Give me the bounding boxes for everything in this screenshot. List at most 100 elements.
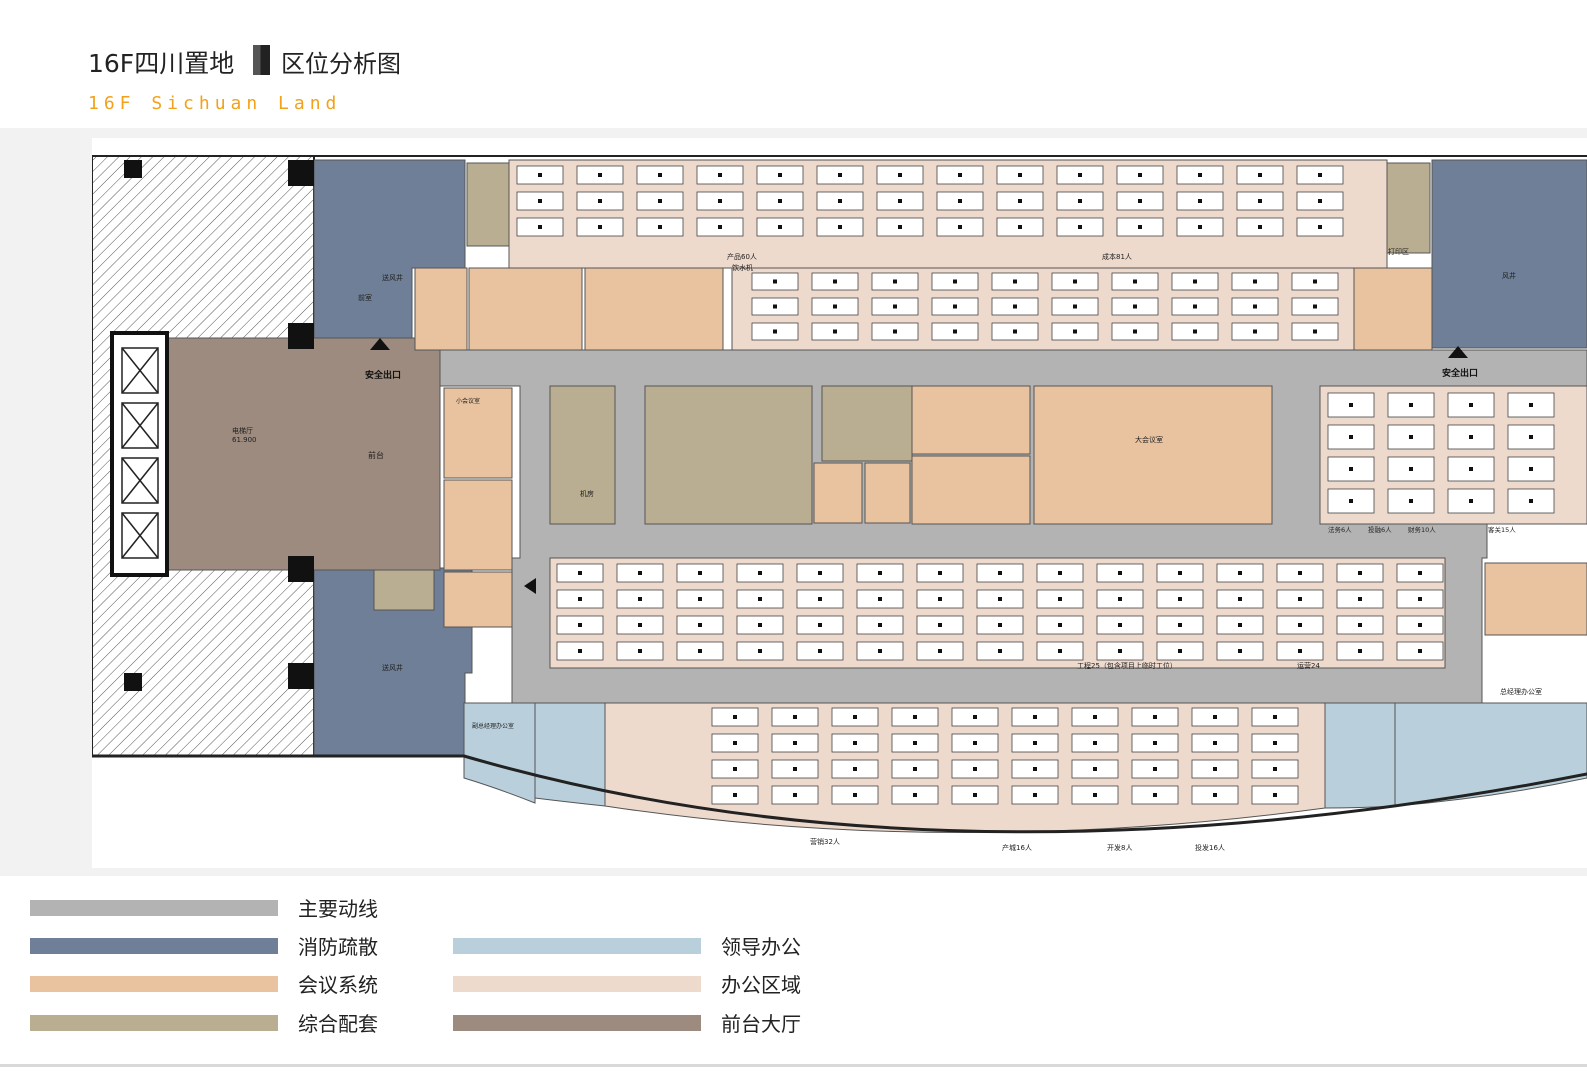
workstation-chair bbox=[1093, 715, 1097, 719]
workstation-chair bbox=[1349, 499, 1353, 503]
workstation-chair bbox=[913, 793, 917, 797]
safety-exit-label-right: 安全出口 bbox=[1442, 367, 1478, 379]
workstation-chair bbox=[1133, 304, 1137, 309]
small-meeting-label: 小会议室 bbox=[456, 397, 480, 405]
workstation-chair bbox=[578, 623, 582, 627]
marketing-label: 营销32人 bbox=[810, 837, 840, 846]
workstation-chair bbox=[1529, 435, 1533, 439]
workstation-chair bbox=[1469, 435, 1473, 439]
workstation-chair bbox=[998, 649, 1002, 653]
workstation-chair bbox=[818, 571, 822, 575]
workstation-chair bbox=[1193, 304, 1197, 309]
workstation-chair bbox=[1529, 403, 1533, 407]
workstation-chair bbox=[1213, 715, 1217, 719]
audit-label: 投融6人 bbox=[1368, 525, 1392, 534]
machine-room-label: 机房 bbox=[580, 489, 594, 498]
workstation-chair bbox=[1153, 767, 1157, 771]
workstation-chair bbox=[938, 623, 942, 627]
engineering-label: 工程25（包含项目上临时工位） bbox=[1077, 661, 1177, 670]
workstation-chair bbox=[1298, 649, 1302, 653]
workstation-chair bbox=[893, 329, 897, 334]
workstation-chair bbox=[778, 225, 782, 229]
support-zones bbox=[373, 162, 1431, 611]
workstation-chair bbox=[913, 767, 917, 771]
workstation-chair bbox=[638, 623, 642, 627]
workstation-chair bbox=[1018, 173, 1022, 177]
workstation-chair bbox=[1033, 741, 1037, 745]
workstation-chair bbox=[1058, 571, 1062, 575]
workstation-chair bbox=[1153, 715, 1157, 719]
workstation-chair bbox=[598, 173, 602, 177]
workstation-chair bbox=[698, 597, 702, 601]
workstation-chair bbox=[973, 767, 977, 771]
workstation-chair bbox=[638, 649, 642, 653]
workstation-chair bbox=[1349, 467, 1353, 471]
workstation-chair bbox=[853, 793, 857, 797]
workstation-chair bbox=[1138, 225, 1142, 229]
workstation-chair bbox=[638, 597, 642, 601]
safety-exit-label: 安全出口 bbox=[365, 369, 401, 381]
workstation-chair bbox=[1349, 403, 1353, 407]
workstation-chair bbox=[1093, 741, 1097, 745]
workstation-desks bbox=[516, 165, 1555, 805]
workstation-chair bbox=[998, 623, 1002, 627]
front-room-label: 前室 bbox=[358, 293, 372, 302]
workstation-chair bbox=[1138, 173, 1142, 177]
workstation-chair bbox=[793, 793, 797, 797]
workstation-chair bbox=[818, 649, 822, 653]
workstation-chair bbox=[878, 623, 882, 627]
page-title-english: 16F Sichuan Land bbox=[88, 93, 342, 114]
legend: 主要动线 消防疏散 会议系统 综合配套 领导办公 办公区域 前台大厅 bbox=[0, 876, 1587, 1081]
deputy-manager-label: 副总经理办公室 bbox=[472, 722, 514, 730]
workstation-chair bbox=[1078, 199, 1082, 203]
workstation-chair bbox=[938, 649, 942, 653]
workstation-chair bbox=[1298, 623, 1302, 627]
workstation-chair bbox=[1298, 571, 1302, 575]
workstation-chair bbox=[778, 173, 782, 177]
workstation-chair bbox=[793, 767, 797, 771]
workstation-chair bbox=[1213, 767, 1217, 771]
outer-wall bbox=[92, 754, 1587, 834]
wind-well-label: 风井 bbox=[1502, 271, 1516, 280]
legend-swatch bbox=[453, 1015, 701, 1031]
workstation-chair bbox=[1198, 225, 1202, 229]
workstation-chair bbox=[973, 793, 977, 797]
workstation-chair bbox=[1253, 304, 1257, 309]
workstation-chair bbox=[1193, 329, 1197, 334]
fresh-air-label-lower: 送风井 bbox=[382, 663, 403, 672]
workstation-chair bbox=[1013, 304, 1017, 309]
finance-label: 财务10人 bbox=[1408, 525, 1436, 534]
workstation-chair bbox=[1258, 225, 1262, 229]
legend-swatch bbox=[30, 976, 278, 992]
workstation-chair bbox=[1213, 741, 1217, 745]
development-label: 开发8人 bbox=[1107, 843, 1132, 852]
workstation-chair bbox=[1198, 199, 1202, 203]
general-manager-label: 总经理办公室 bbox=[1500, 687, 1542, 696]
workstation-chair bbox=[958, 173, 962, 177]
lobby-zone bbox=[161, 337, 441, 571]
workstation-chair bbox=[833, 279, 837, 284]
workstation-chair bbox=[733, 793, 737, 797]
workstation-chair bbox=[853, 767, 857, 771]
workstation-chair bbox=[1093, 793, 1097, 797]
workstation-chair bbox=[1078, 225, 1082, 229]
workstation-chair bbox=[1058, 623, 1062, 627]
print-area-label: 打印区 bbox=[1388, 247, 1409, 256]
workstation-chair bbox=[878, 571, 882, 575]
workstation-chair bbox=[1118, 623, 1122, 627]
workstation-chair bbox=[1313, 329, 1317, 334]
workstation-chair bbox=[1118, 649, 1122, 653]
page-title: 16F四川置地 bbox=[88, 49, 235, 78]
workstation-chair bbox=[578, 597, 582, 601]
workstation-chair bbox=[838, 173, 842, 177]
leader-offices bbox=[463, 702, 1587, 809]
workstation-chair bbox=[1418, 649, 1422, 653]
workstation-chair bbox=[838, 225, 842, 229]
workstation-chair bbox=[878, 597, 882, 601]
workstation-chair bbox=[833, 329, 837, 334]
workstation-chair bbox=[758, 571, 762, 575]
workstation-chair bbox=[1178, 597, 1182, 601]
workstation-chair bbox=[973, 741, 977, 745]
workstation-chair bbox=[1469, 403, 1473, 407]
workstation-chair bbox=[638, 571, 642, 575]
